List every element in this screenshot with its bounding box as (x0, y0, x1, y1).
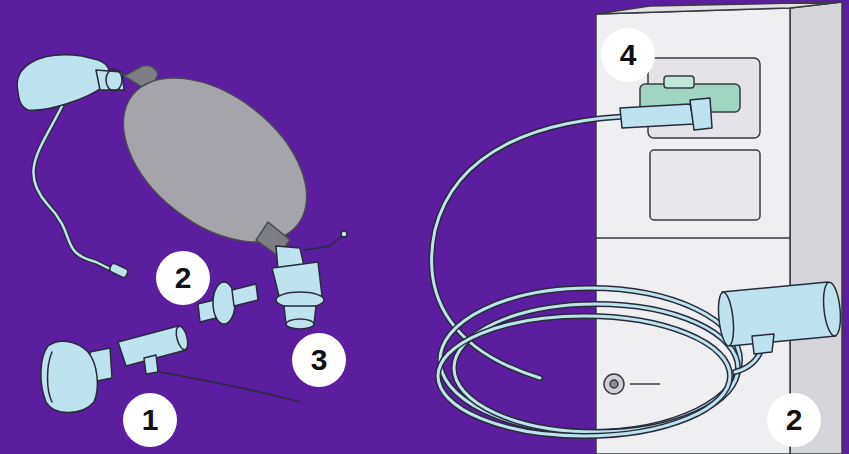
ventilator-housing (596, 8, 790, 454)
tubing-coil (438, 316, 730, 436)
valve-wire (304, 236, 342, 250)
mask-cushion (48, 352, 53, 402)
callout-circle: 2 (156, 251, 210, 305)
callout-circle: 4 (601, 28, 655, 82)
gas-port (604, 374, 624, 394)
oxygen-tube (33, 106, 112, 270)
ventilator-side (790, 2, 842, 454)
callout-circle: 3 (292, 333, 346, 387)
face-mask (41, 341, 97, 412)
adapter-port (752, 334, 774, 354)
callout-circle: 1 (123, 393, 177, 447)
clip-latch (664, 76, 694, 88)
airway-adapter (722, 282, 836, 346)
tube-connector (109, 263, 129, 279)
connector-lock (690, 98, 712, 130)
front-panel (650, 150, 760, 220)
callout-number: 2 (175, 263, 192, 293)
gas-port-center (610, 380, 618, 388)
reservoir-connector (96, 70, 124, 90)
panel-seam (596, 237, 790, 239)
valve-wire-end (341, 231, 347, 237)
tubing-coil (438, 316, 730, 436)
callout-number: 4 (620, 40, 637, 70)
port-mark (630, 383, 660, 385)
sample-tubing (432, 116, 640, 378)
self-inflating-bag (93, 45, 337, 275)
reservoir-valve (106, 69, 122, 91)
ventilator-top (596, 2, 842, 14)
callout-circle: 2 (767, 393, 821, 447)
callout-number: 2 (786, 405, 803, 435)
adapter-end (821, 281, 843, 336)
filter-disk (213, 282, 235, 324)
sample-tubing (432, 116, 640, 378)
callout-number: 1 (142, 405, 159, 435)
oxygen-reservoir (17, 55, 109, 110)
tubing-coil (440, 288, 740, 432)
t-piece-stem (144, 355, 158, 374)
adapter-end (716, 291, 736, 346)
sampling-line (150, 370, 300, 402)
tubing-connector (620, 104, 694, 128)
callout-number: 3 (311, 345, 328, 375)
oxygen-tube (33, 106, 112, 270)
tubing-coil (440, 288, 740, 432)
t-piece-end (174, 325, 190, 351)
filter-port (232, 284, 258, 306)
valve-port-rim (286, 319, 314, 329)
